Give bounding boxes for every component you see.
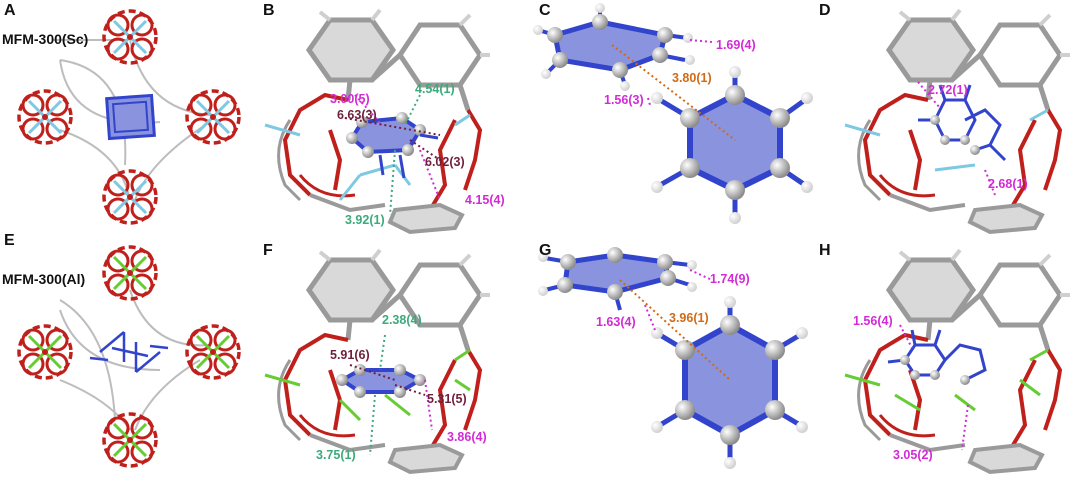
distance-label: 1.69(4): [716, 38, 756, 52]
sc-cluster-right: [185, 89, 241, 145]
pore-guest-al: [89, 331, 169, 373]
distance-label: 3.92(1): [345, 213, 385, 227]
panel-letter-g: G: [539, 242, 552, 259]
panel-a-framework: [17, 9, 241, 225]
panel-letter-c: C: [539, 2, 551, 19]
panel-d-structure: [844, 10, 1070, 232]
distance-label: 3.86(4): [447, 430, 487, 444]
panel-e-framework: [17, 245, 241, 468]
al-cluster-left: [17, 324, 73, 380]
distance-label: 5.31(5): [427, 392, 467, 406]
distance-label: 5.91(6): [330, 348, 370, 362]
panel-letter-a: A: [4, 2, 16, 19]
distance-label: 6.02(3): [425, 155, 465, 169]
panel-f-structure: [264, 250, 490, 472]
pore-guest-sc: [105, 93, 156, 141]
sc-cluster-left: [17, 89, 73, 145]
panel-h-structure: [844, 250, 1070, 472]
distance-label: 3.00(5): [330, 92, 370, 106]
al-cluster-right: [185, 324, 241, 380]
al-cluster-bottom: [102, 412, 158, 468]
panel-letter-e: E: [4, 232, 15, 249]
distance-label: 3.96(1): [669, 311, 709, 325]
sc-cluster-bottom: [102, 169, 158, 225]
distance-label: 3.80(1): [672, 71, 712, 85]
sc-cluster-top: [102, 9, 158, 65]
panel-b-structure: [264, 10, 490, 232]
panel-letter-d: D: [819, 2, 831, 19]
distance-label: 6.63(3): [337, 108, 377, 122]
panel-letter-h: H: [819, 242, 831, 259]
panel-letter-b: B: [263, 2, 275, 19]
distance-label: 4.54(1): [415, 82, 455, 96]
panel-letter-f: F: [263, 242, 273, 259]
material-label-al: MFM-300(Al): [2, 271, 86, 287]
distance-label: 1.74(9): [710, 272, 750, 286]
material-label-sc: MFM-300(Sc): [2, 31, 89, 47]
distance-label: 3.05(2): [893, 448, 933, 462]
distance-label: 1.63(4): [596, 315, 636, 329]
distance-label: 1.56(4): [853, 314, 893, 328]
distance-label: 1.56(3): [604, 93, 644, 107]
distance-label: 2.68(1): [988, 177, 1028, 191]
distance-label: 4.15(4): [465, 193, 505, 207]
distance-label: 3.75(1): [316, 448, 356, 462]
panel-g-benzene-dimer: [538, 247, 808, 469]
distance-label: 2.38(4): [382, 313, 422, 327]
panel-c-benzene-dimer: [533, 3, 813, 224]
distance-label: 2.72(1): [928, 83, 968, 97]
